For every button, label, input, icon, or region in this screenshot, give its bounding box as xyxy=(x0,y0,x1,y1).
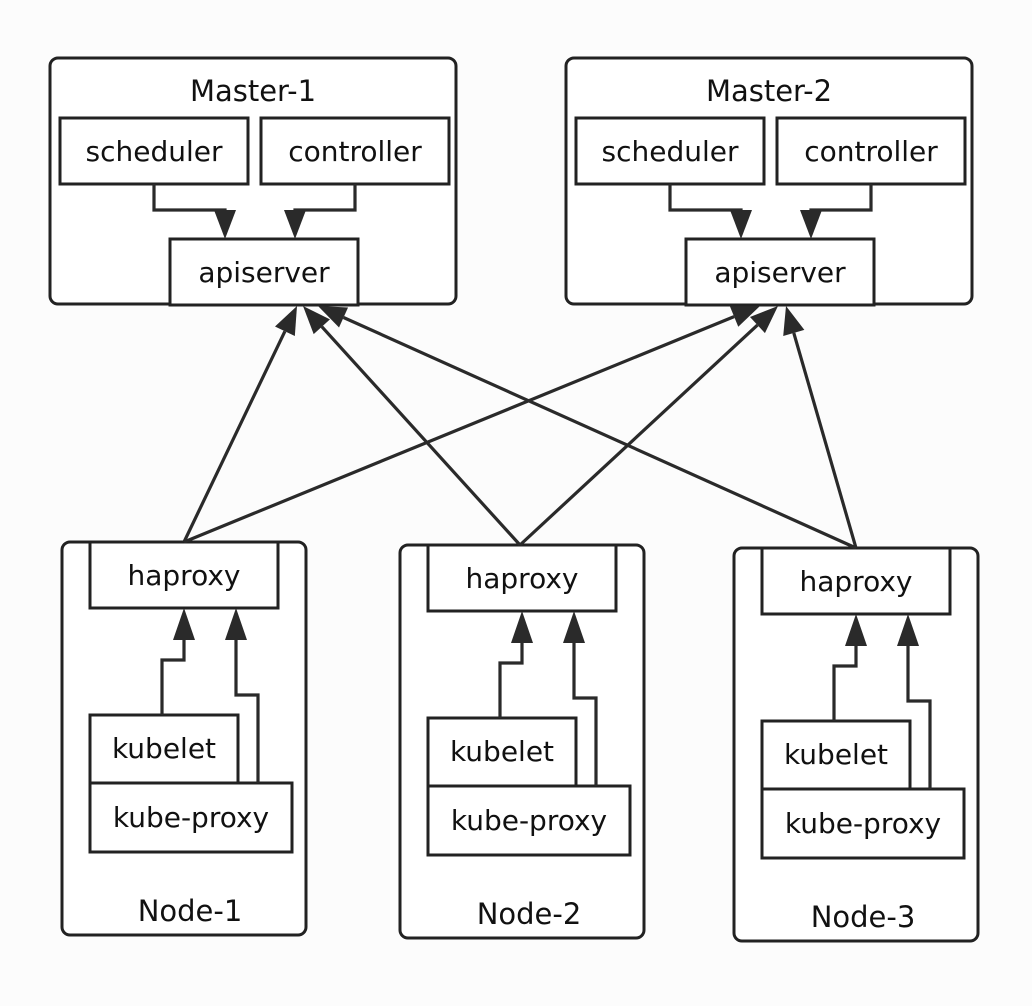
node-3-haproxy-label: haproxy xyxy=(800,565,913,598)
node-3-kubelet-box xyxy=(760,719,912,791)
node-1-to-master-2-arrowhead xyxy=(729,306,760,327)
node-1-title: Node-1 xyxy=(138,894,243,928)
node-3-kubelet-arrowhead xyxy=(845,614,867,646)
node-2-kubelet-arrowhead xyxy=(511,611,533,643)
haproxy-to-apiserver-edges xyxy=(182,306,858,550)
node-3-kube-proxy-arrowhead xyxy=(897,614,919,646)
master-2-apiserver-box xyxy=(684,237,876,307)
node-2-haproxy-box xyxy=(426,543,618,613)
node-1-kube-proxy-arrowhead xyxy=(225,608,247,640)
master-2-controller-box xyxy=(775,116,967,186)
node-2-haproxy-label: haproxy xyxy=(466,562,579,595)
node-2-kubelet-to-haproxy-edge xyxy=(498,633,524,718)
master-2-scheduler-box xyxy=(574,116,766,186)
node-2-to-master-2-arrowhead xyxy=(749,306,778,334)
master-1-group: Master-1 scheduler controller apiserver xyxy=(48,56,458,307)
node-3-kube-proxy-label: kube-proxy xyxy=(785,807,941,840)
node-2-kubelet-box xyxy=(426,716,578,788)
master-1-controller-box xyxy=(259,116,451,186)
node-3-kube-proxy-to-haproxy-edge xyxy=(906,636,932,789)
master-1-scheduler-box xyxy=(58,116,250,186)
node-2-kube-proxy-box xyxy=(426,784,632,857)
node-1-to-master-1-arrowhead xyxy=(274,306,297,337)
master-1-controller-label: controller xyxy=(288,135,422,168)
node-2-kubelet-label: kubelet xyxy=(450,735,554,768)
node-1-kubelet-arrowhead xyxy=(173,608,195,640)
master-1-scheduler-arrowhead xyxy=(214,210,236,239)
master-1-title: Master-1 xyxy=(190,74,316,108)
node-3-title: Node-3 xyxy=(811,900,916,934)
node-3-to-master-1-edge xyxy=(342,316,857,550)
node-3-to-master-2-edge xyxy=(792,332,858,549)
node-3-haproxy-box xyxy=(760,546,952,616)
node-1-to-master-1-edge xyxy=(182,330,287,543)
node-2-kube-proxy-label: kube-proxy xyxy=(451,804,607,837)
node-2-to-master-2-edge xyxy=(518,323,759,547)
node-3-kubelet-to-haproxy-edge xyxy=(832,636,858,721)
master-1-apiserver-box xyxy=(168,237,360,307)
node-2-kube-proxy-to-haproxy-edge xyxy=(572,633,598,786)
node-1-kube-proxy-box xyxy=(88,781,294,854)
master-1-scheduler-label: scheduler xyxy=(86,135,223,168)
node-1-haproxy-label: haproxy xyxy=(128,559,241,592)
node-2-kube-proxy-arrowhead xyxy=(563,611,585,643)
node-3-kube-proxy-box xyxy=(760,787,966,860)
node-1-kube-proxy-label: kube-proxy xyxy=(113,801,269,834)
node-3-to-master-2-arrowhead xyxy=(783,306,805,336)
master-2-scheduler-label: scheduler xyxy=(602,135,739,168)
node-1-group: haproxy kubelet kube-proxy Node-1 xyxy=(60,540,308,937)
node-3-kubelet-label: kubelet xyxy=(784,738,888,771)
node-2-group: haproxy kubelet kube-proxy Node-2 xyxy=(398,543,646,940)
master-2-group: Master-2 scheduler controller apiserver xyxy=(564,56,974,307)
master-2-controller-label: controller xyxy=(804,135,938,168)
node-3-group: haproxy kubelet kube-proxy Node-3 xyxy=(732,546,980,943)
master-2-title: Master-2 xyxy=(706,74,832,108)
node-1-to-master-2-edge xyxy=(183,315,735,544)
node-1-kube-proxy-to-haproxy-edge xyxy=(234,630,260,783)
node-2-title: Node-2 xyxy=(477,897,582,931)
node-2-to-master-1-edge xyxy=(320,325,522,547)
master-2-scheduler-arrowhead xyxy=(730,210,752,239)
master-2-controller-arrowhead xyxy=(800,210,822,239)
master-1-apiserver-label: apiserver xyxy=(198,256,330,289)
node-1-kubelet-to-haproxy-edge xyxy=(160,630,186,715)
node-1-kubelet-box xyxy=(88,713,240,785)
master-1-controller-arrowhead xyxy=(284,210,306,239)
node-3-to-master-1-arrowhead xyxy=(318,306,349,328)
node-1-kubelet-label: kubelet xyxy=(112,732,216,765)
master-2-apiserver-label: apiserver xyxy=(714,256,846,289)
node-2-to-master-1-arrowhead xyxy=(303,306,330,335)
